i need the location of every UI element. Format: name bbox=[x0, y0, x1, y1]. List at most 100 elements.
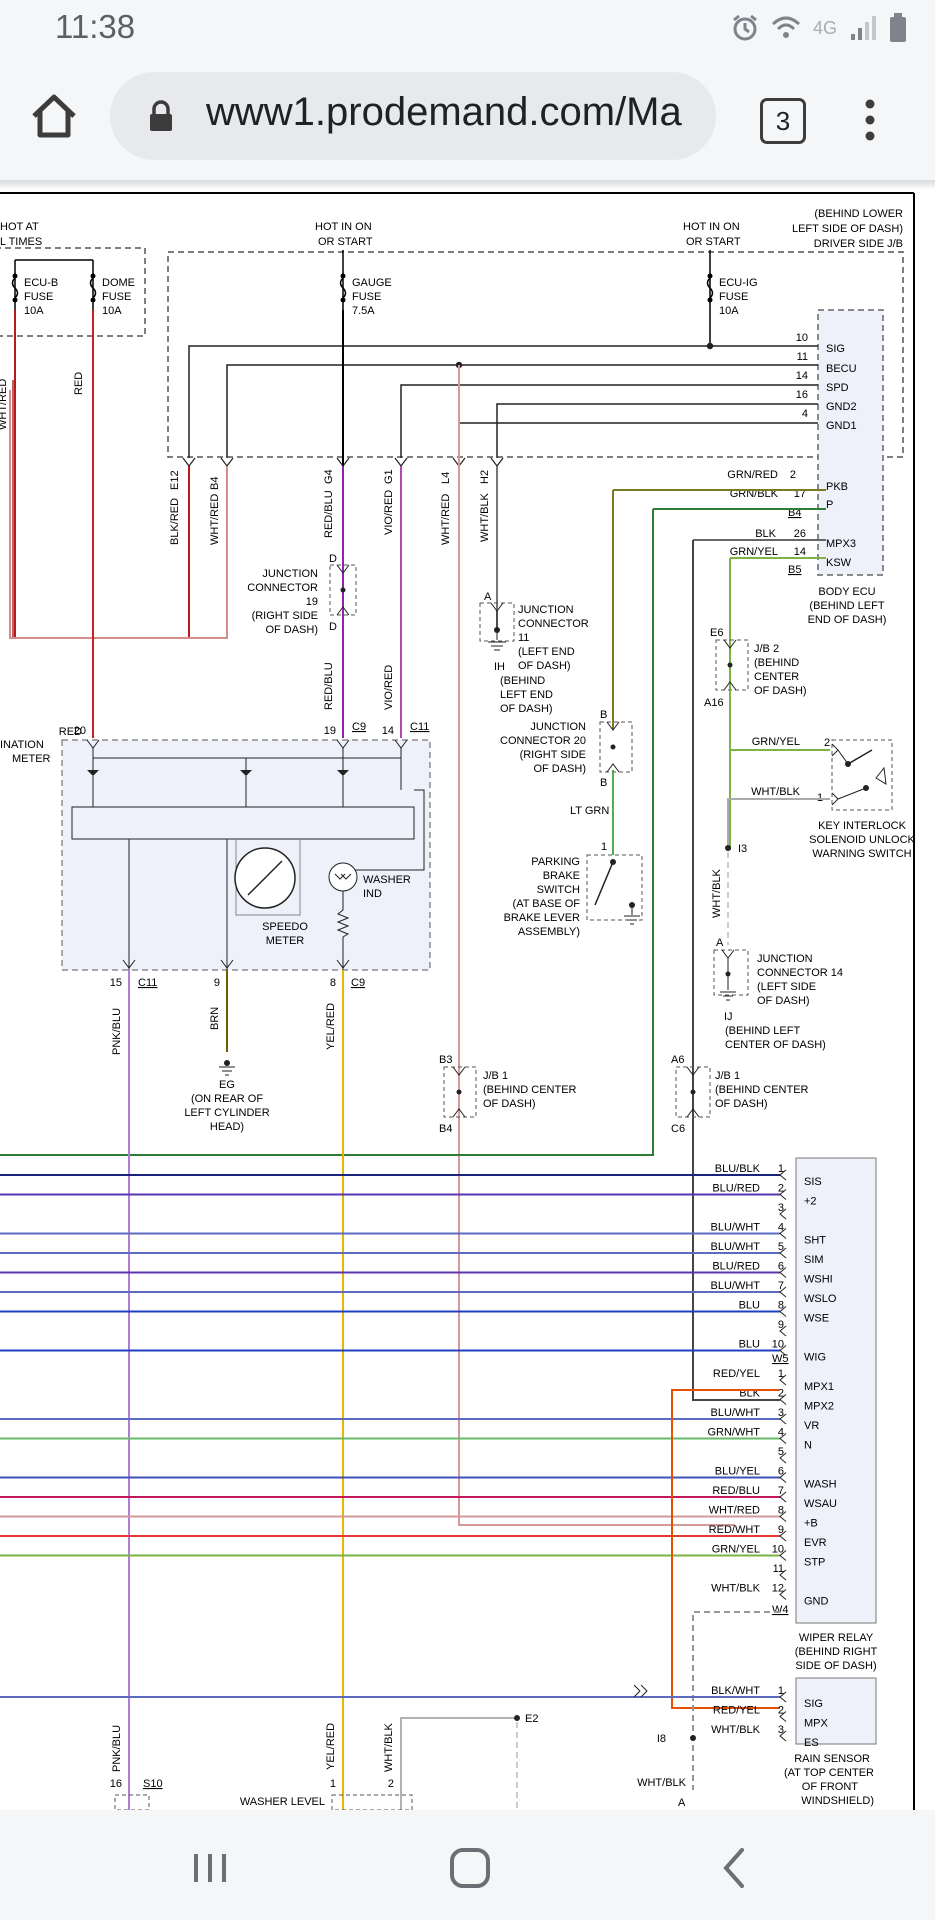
svg-text:RED/BLU: RED/BLU bbox=[323, 490, 335, 538]
pin-number: 9 bbox=[778, 1524, 784, 1536]
signal-icon bbox=[851, 16, 876, 40]
svg-text:RED: RED bbox=[73, 372, 85, 395]
blk-wht-connector-mark bbox=[633, 1684, 648, 1698]
back-nav-icon[interactable] bbox=[704, 1838, 764, 1898]
svg-text:B: B bbox=[600, 777, 607, 789]
svg-text:J/B 1: J/B 1 bbox=[715, 1070, 740, 1082]
pin-connector-mark bbox=[779, 1530, 787, 1542]
pin-name: MPX1 bbox=[804, 1381, 834, 1393]
svg-text:KEY INTERLOCK: KEY INTERLOCK bbox=[818, 820, 906, 832]
svg-text:26: 26 bbox=[794, 528, 806, 540]
pin-number: 5 bbox=[778, 1446, 784, 1458]
pin-wire-color: RED/BLU bbox=[712, 1485, 760, 1497]
svg-text:P: P bbox=[826, 499, 833, 511]
pin-wire-color: RED/YEL bbox=[713, 1705, 760, 1717]
svg-text:14: 14 bbox=[382, 725, 394, 737]
pin-connector-mark bbox=[779, 1691, 787, 1703]
pin-number: 10 bbox=[772, 1544, 784, 1556]
url-text: www1.prodemand.com/Ma bbox=[206, 90, 682, 134]
pin-wire-color: RED/YEL bbox=[713, 1368, 760, 1380]
address-bar[interactable]: www1.prodemand.com/Ma bbox=[110, 72, 716, 160]
w5-label: W5 bbox=[772, 1353, 789, 1365]
pin-number: 5 bbox=[778, 1241, 784, 1253]
svg-text:C11: C11 bbox=[410, 721, 429, 733]
pin-name: SHT bbox=[804, 1235, 826, 1247]
svg-text:GND2: GND2 bbox=[826, 401, 857, 413]
svg-text:IND: IND bbox=[363, 888, 382, 900]
driver-side-jb-box bbox=[167, 251, 904, 458]
status-bar: 11:38 4G bbox=[0, 0, 935, 58]
tab-switcher-button[interactable]: 3 bbox=[760, 98, 806, 144]
svg-text:CONNECTOR: CONNECTOR bbox=[247, 582, 318, 594]
pin-name: WSE bbox=[804, 1313, 829, 1325]
svg-text:SWITCH: SWITCH bbox=[537, 884, 580, 896]
vio-red-label-2: VIO/RED bbox=[383, 665, 395, 710]
rain-sensor-box bbox=[795, 1677, 877, 1745]
hot-at-label-2: L TIMES bbox=[0, 236, 42, 248]
svg-text:OF DASH): OF DASH) bbox=[757, 995, 810, 1007]
svg-text:KSW: KSW bbox=[826, 557, 852, 569]
pin-name: SIG bbox=[804, 1698, 823, 1710]
fuse-dome: DOME FUSE 10A bbox=[15, 259, 135, 317]
fuse-ecub: ECU-B FUSE 10A bbox=[11, 260, 58, 317]
svg-text:OF DASH): OF DASH) bbox=[500, 703, 553, 715]
svg-text:FUSE: FUSE bbox=[102, 291, 131, 303]
i3-splice bbox=[725, 845, 731, 851]
pin-connector-mark bbox=[779, 1267, 787, 1278]
pin-name: VR bbox=[804, 1420, 819, 1432]
pin-connector-mark bbox=[779, 1306, 787, 1317]
svg-text:BRAKE LEVER: BRAKE LEVER bbox=[504, 912, 580, 924]
svg-text:ECU-IG: ECU-IG bbox=[719, 277, 758, 289]
jb2-connector: E6 A16 J/B 2 (BEHIND CENTER OF DASH) bbox=[704, 627, 807, 709]
pin-connector-mark bbox=[779, 1394, 787, 1405]
pin-number: 9 bbox=[778, 1319, 784, 1331]
pin-number: 2 bbox=[778, 1388, 784, 1400]
pin-wire-color: WHT/RED bbox=[709, 1505, 760, 1517]
battery-icon bbox=[890, 13, 906, 42]
svg-text:9: 9 bbox=[214, 977, 220, 989]
pin-wire-color: BLK/WHT bbox=[711, 1685, 760, 1697]
home-nav-icon[interactable] bbox=[440, 1838, 500, 1898]
svg-text:WHT/RED: WHT/RED bbox=[209, 494, 221, 545]
status-icons: 4G bbox=[731, 8, 907, 48]
svg-text:JUNCTION: JUNCTION bbox=[262, 568, 318, 580]
svg-text:(BEHIND LEFT: (BEHIND LEFT bbox=[725, 1025, 800, 1037]
lock-icon bbox=[150, 100, 172, 131]
svg-text:CENTER OF DASH): CENTER OF DASH) bbox=[725, 1039, 826, 1051]
svg-text:SPD: SPD bbox=[826, 382, 849, 394]
svg-text:J/B 1: J/B 1 bbox=[483, 1070, 508, 1082]
svg-text:BLK/RED: BLK/RED bbox=[169, 498, 181, 545]
recent-apps-icon[interactable] bbox=[180, 1838, 240, 1898]
browser-toolbar: www1.prodemand.com/Ma 3 bbox=[0, 58, 935, 180]
svg-text:DOME: DOME bbox=[102, 277, 135, 289]
wiring-diagram[interactable]: HOT AT L TIMES HOT IN ON OR START HOT IN… bbox=[0, 190, 935, 1810]
svg-text:WASHER: WASHER bbox=[363, 874, 411, 886]
pin-name: MPX bbox=[804, 1718, 829, 1730]
washer-level-label: WASHER LEVEL bbox=[240, 1796, 325, 1808]
pin-number: 1 bbox=[778, 1685, 784, 1697]
svg-text:PKB: PKB bbox=[826, 481, 848, 493]
i8-label: I8 bbox=[657, 1733, 666, 1745]
pin-connector-mark bbox=[779, 1247, 787, 1259]
svg-text:(BEHIND CENTER: (BEHIND CENTER bbox=[483, 1084, 577, 1096]
hot-at-label-1: HOT AT bbox=[0, 221, 39, 233]
overflow-menu-icon[interactable] bbox=[858, 96, 882, 144]
svg-text:JUNCTION: JUNCTION bbox=[757, 953, 813, 965]
svg-text:OF DASH): OF DASH) bbox=[483, 1098, 536, 1110]
hot-in-on-2a: HOT IN ON bbox=[683, 221, 740, 233]
pin-wire-color: BLU/RED bbox=[712, 1261, 760, 1273]
pin-number: 2 bbox=[778, 1183, 784, 1195]
pin-connector-mark bbox=[779, 1208, 787, 1220]
svg-text:(RIGHT SIDE: (RIGHT SIDE bbox=[252, 610, 318, 622]
wiper-relay-box bbox=[795, 1157, 877, 1624]
vertical-wire-labels: BLK/RED E12 WHT/RED B4 RED/BLU G4 VIO/RE… bbox=[0, 372, 491, 545]
pin-number: 10 bbox=[772, 1339, 784, 1351]
svg-text:(BEHIND: (BEHIND bbox=[500, 675, 545, 687]
svg-text:A16: A16 bbox=[704, 697, 724, 709]
key-interlock-switch: 2 1 KEY INTERLOCK SOLENOID UNLOCK WARNIN… bbox=[809, 737, 915, 860]
junction-connector-11: A JUNCTION CONNECTOR 11 (LEFT END OF DAS… bbox=[479, 591, 589, 715]
svg-text:GRN/YEL: GRN/YEL bbox=[730, 546, 778, 558]
home-icon[interactable] bbox=[28, 90, 80, 142]
alarm-icon bbox=[733, 14, 757, 41]
